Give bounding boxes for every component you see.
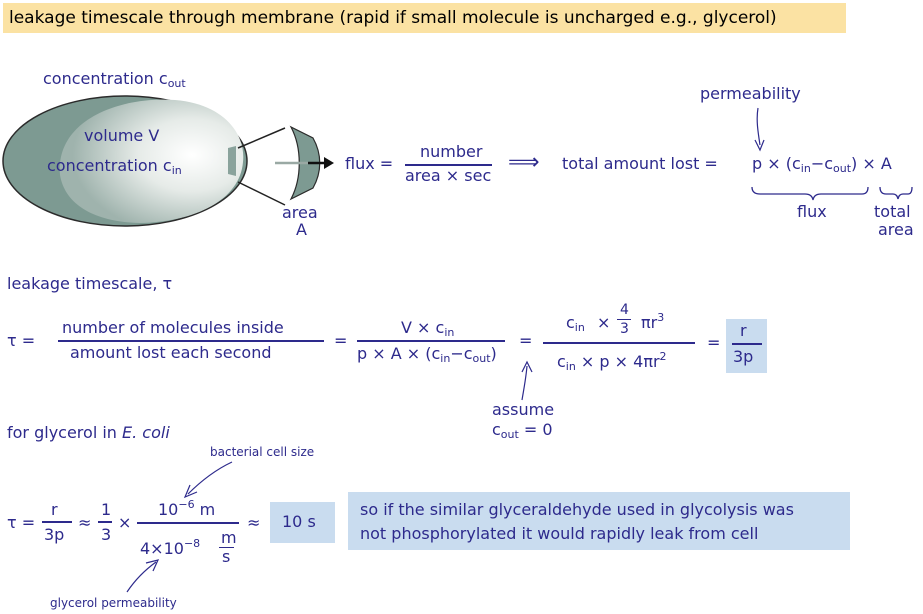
g-frac3-den: 4×10−8: [140, 537, 201, 558]
total-amount-lost-label: total amount lost =: [562, 154, 718, 173]
glycerol-heading: for glycerol in E. coli: [7, 423, 170, 442]
g-frac1-num: r: [51, 500, 58, 519]
four-thirds-denominator: 3: [620, 321, 629, 337]
frac1-numerator: number of molecules inside: [62, 318, 284, 337]
conc-in-label: concentration cin: [47, 156, 182, 177]
g-unit-m: m: [221, 528, 237, 547]
g-times: ×: [118, 513, 132, 532]
bacterial-cell-size-label: bacterial cell size: [210, 445, 315, 459]
g-unit-s: s: [222, 547, 231, 566]
glycerol-result-highlight: [270, 502, 335, 543]
flux-numerator: number: [420, 142, 483, 161]
glycerol-result: 10 s: [282, 512, 316, 531]
g-frac3-num: 10−6 m: [158, 498, 216, 519]
g-frac1-den: 3p: [44, 525, 65, 544]
tau-equals: τ =: [7, 331, 36, 350]
permeability-label: permeability: [700, 84, 801, 103]
flux-lhs: flux =: [345, 154, 394, 173]
g-frac2-den: 3: [101, 525, 112, 544]
assume-label: assume: [492, 400, 555, 419]
glycerol-permeability-label: glycerol permeability: [50, 596, 177, 610]
total-area-label-1: total: [874, 202, 911, 221]
g-frac2-num: 1: [101, 500, 112, 519]
frac2-numerator: V × cin: [401, 318, 455, 339]
result-denominator: 3p: [733, 347, 754, 366]
total-amount-lost-expression: p × (cin−cout) × A: [752, 154, 892, 175]
assume-cout-zero: cout = 0: [492, 420, 553, 441]
cell-inner: [59, 99, 244, 223]
header-banner: leakage timescale through membrane (rapi…: [3, 3, 846, 33]
note-line-1: so if the similar glyceraldehyde used in…: [360, 500, 794, 519]
pi-r-cubed: πr3: [641, 311, 665, 332]
frac3-numerator: cin: [566, 313, 585, 334]
frac1-denominator: amount lost each second: [70, 343, 272, 362]
result-numerator: r: [740, 321, 747, 340]
note-highlight: [348, 492, 850, 550]
glycerol-tau-equals: τ =: [7, 513, 36, 532]
conc-out-label: concentration cout: [43, 69, 186, 90]
frac3-denominator: cin × p × 4πr2: [557, 350, 667, 373]
frac2-denominator: p × A × (cin−cout): [357, 344, 497, 365]
total-area-label-2: area: [878, 220, 914, 239]
area-symbol: A: [296, 220, 307, 239]
membrane-notch: [228, 146, 236, 176]
g-approx-1: ≈: [78, 513, 92, 532]
flux-denominator: area × sec: [405, 166, 492, 185]
implies-arrow: ⟹: [508, 150, 540, 175]
eq-sign-2: =: [334, 331, 348, 350]
result-highlight: [726, 319, 767, 373]
g-approx-2: ≈: [247, 513, 261, 532]
eq-sign-4: =: [707, 333, 721, 352]
frac3-times: ×: [597, 313, 611, 332]
eq-sign-3: =: [519, 331, 533, 350]
timescale-heading: leakage timescale, τ: [7, 274, 173, 293]
volume-label: volume V: [84, 126, 160, 145]
note-line-2: not phosphorylated it would rapidly leak…: [360, 524, 759, 543]
four-thirds-numerator: 4: [620, 302, 629, 318]
flux-brace-label: flux: [797, 202, 827, 221]
area-label: area: [282, 203, 318, 222]
